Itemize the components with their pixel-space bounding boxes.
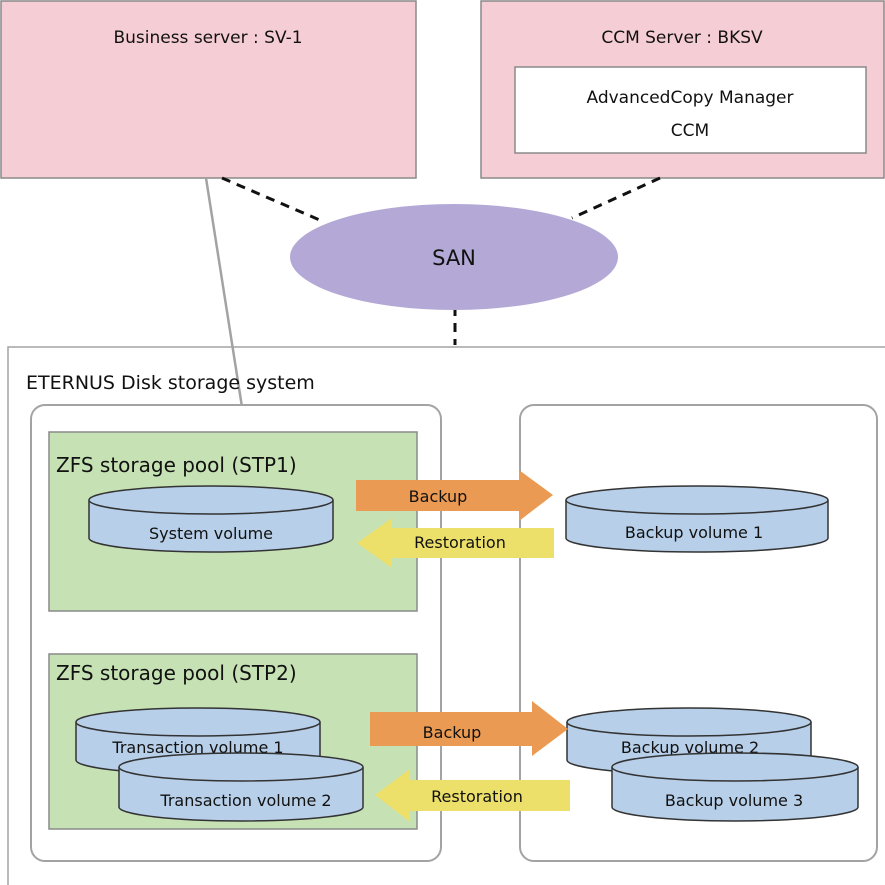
backup-arrow-2: Backup — [370, 701, 568, 756]
dashed-link-business-san — [221, 176, 323, 223]
san-label: SAN — [432, 246, 476, 270]
acm-line2: CCM — [671, 121, 709, 141]
backup-volume-1: Backup volume 1 — [565, 485, 829, 553]
ccm-server-label: CCM Server : BKSV — [601, 28, 763, 48]
restoration-arrow-1: Restoration — [357, 518, 554, 568]
backup-volume-1-label: Backup volume 1 — [625, 523, 763, 542]
backup-volume-3: Backup volume 3 — [611, 752, 859, 822]
backup-volume-3-label: Backup volume 3 — [665, 791, 803, 810]
backup-arrow-1-label: Backup — [409, 487, 468, 506]
restoration-arrow-2: Restoration — [375, 769, 570, 822]
transaction-volume-2: Transaction volume 2 — [118, 752, 364, 822]
system-volume: System volume — [88, 485, 334, 553]
acm-line1: AdvancedCopy Manager — [586, 88, 793, 108]
solid-link-business-pool — [204, 177, 244, 408]
pool-stp1-label: ZFS storage pool (STP1) — [56, 453, 297, 477]
restoration-arrow-1-label: Restoration — [414, 533, 506, 552]
system-volume-label: System volume — [149, 524, 273, 543]
san-cloud: SAN — [290, 204, 618, 310]
pool-stp2-label: ZFS storage pool (STP2) — [56, 661, 297, 685]
transaction-volume-1-label: Transaction volume 1 — [111, 738, 283, 757]
acm-box — [514, 66, 867, 154]
backup-volume-2-label: Backup volume 2 — [621, 738, 759, 757]
restoration-arrow-2-label: Restoration — [431, 787, 523, 806]
backup-arrow-2-label: Backup — [423, 723, 482, 742]
dashed-link-ccm-san — [571, 176, 661, 220]
transaction-volume-2-label: Transaction volume 2 — [159, 791, 331, 810]
business-server: Business server : SV-1 — [0, 0, 417, 179]
storage-system-label: ETERNUS Disk storage system — [26, 372, 315, 394]
business-server-label: Business server : SV-1 — [113, 28, 302, 48]
ccm-server: CCM Server : BKSV AdvancedCopy Manager C… — [480, 0, 885, 179]
backup-arrow-1: Backup — [356, 470, 553, 521]
